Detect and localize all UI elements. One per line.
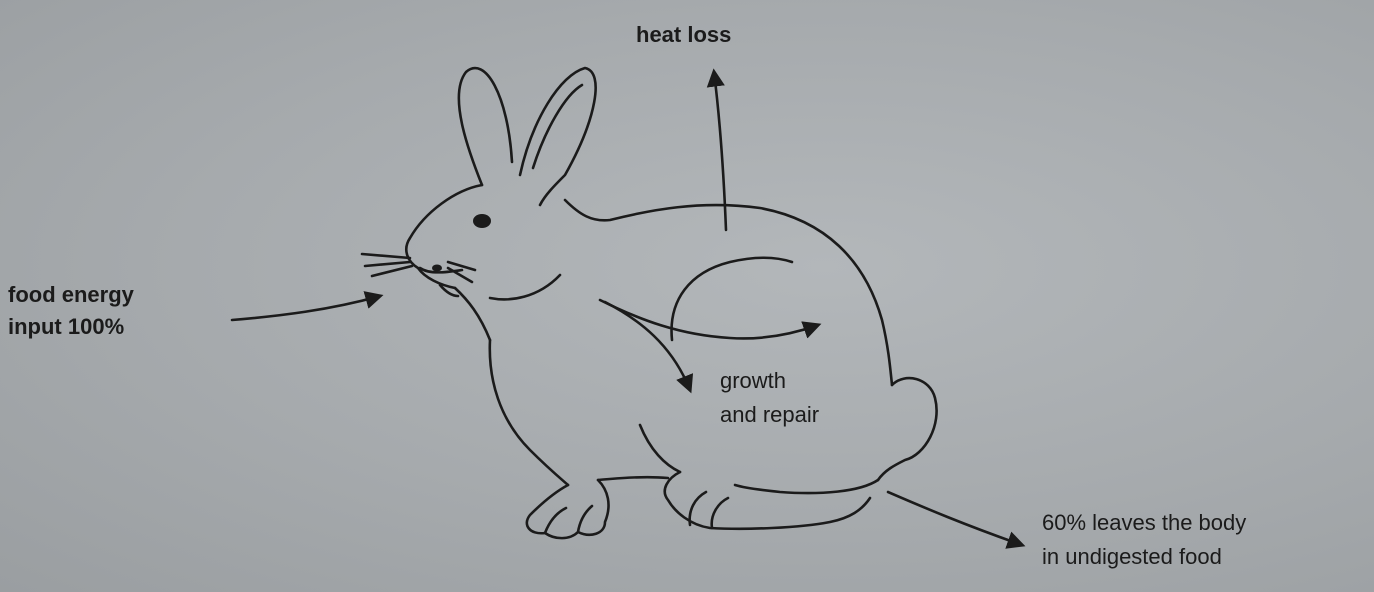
- rabbit-right-ear: [520, 68, 596, 205]
- rabbit-eye: [473, 214, 491, 228]
- rabbit-whiskers-left: [362, 254, 412, 276]
- rabbit-ground-line: [598, 477, 668, 480]
- rabbit-nose: [432, 265, 442, 272]
- food-energy-arrow: [232, 296, 380, 320]
- rabbit-back: [565, 200, 892, 385]
- label-food-energy-line1: food energy: [8, 280, 134, 310]
- label-heat-loss: heat loss: [636, 20, 731, 50]
- rabbit-chest: [490, 340, 568, 485]
- label-food-energy-line2: input 100%: [8, 312, 124, 342]
- rabbit-neck-fur: [455, 288, 490, 340]
- rabbit-cheek: [490, 275, 560, 299]
- waste-arrow: [888, 492, 1022, 545]
- label-waste-line2: in undigested food: [1042, 542, 1222, 572]
- growth-repair-arrow: [605, 302, 690, 390]
- rabbit-front-paw: [527, 480, 609, 538]
- rabbit-front-toes: [545, 506, 592, 533]
- label-waste-line1: 60% leaves the body: [1042, 508, 1246, 538]
- label-growth-line1: growth: [720, 366, 786, 396]
- rabbit-belly: [640, 425, 680, 472]
- rabbit-tail: [878, 378, 937, 480]
- rabbit-left-ear: [459, 68, 512, 185]
- rabbit-hind-leg: [672, 258, 792, 340]
- rabbit-haunch: [735, 480, 878, 493]
- label-growth-line2: and repair: [720, 400, 819, 430]
